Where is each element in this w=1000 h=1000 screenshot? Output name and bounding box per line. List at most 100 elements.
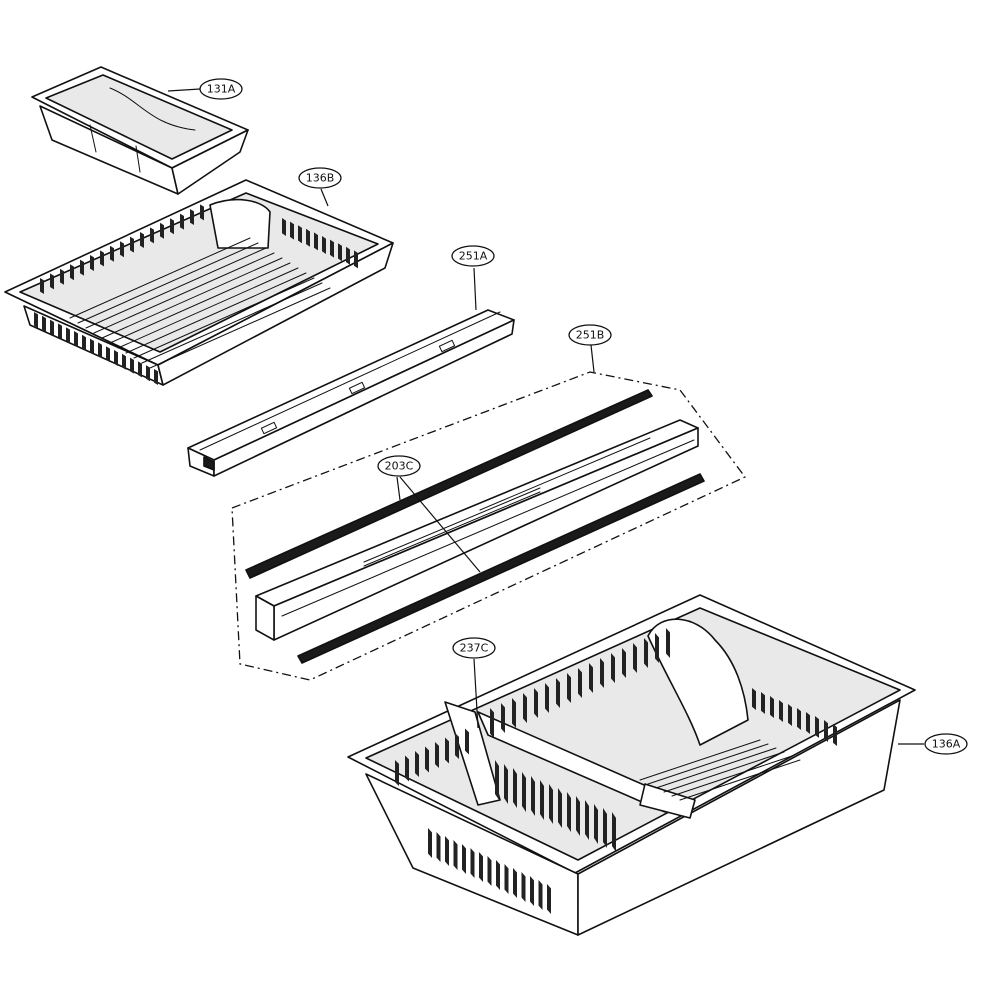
vent-slot [146, 365, 150, 382]
vent-slot [490, 708, 494, 738]
vent-slot [415, 751, 419, 777]
vent-slot [806, 712, 810, 734]
vent-slot [567, 673, 571, 703]
vent-slot [40, 278, 44, 294]
vent-slot [405, 755, 409, 782]
gasket-strip-lower-203c[interactable] [297, 473, 705, 664]
floor-rib [133, 277, 315, 359]
vent-slot [558, 788, 562, 828]
callout-136b: 136B [298, 167, 342, 189]
vent-slot [322, 236, 326, 254]
svg-text:237C: 237C [460, 642, 489, 655]
vent-slot [666, 628, 670, 658]
svg-text:136A: 136A [932, 738, 961, 751]
floor-rib [671, 755, 793, 797]
vent-slot [479, 852, 483, 882]
svg-text:203C: 203C [385, 460, 414, 473]
vent-slot [622, 648, 626, 678]
vent-slot [100, 250, 104, 267]
vent-slot [644, 638, 648, 668]
vent-slot [428, 828, 432, 858]
vent-slot [445, 836, 449, 866]
vent-slot [833, 724, 837, 746]
vent-slot [513, 768, 517, 808]
vent-slot [556, 678, 560, 708]
vent-slot [495, 760, 499, 800]
vent-slot [50, 273, 54, 290]
vent-slot [600, 658, 604, 688]
vent-slot [633, 643, 637, 673]
vent-slot [298, 225, 302, 244]
svg-text:251A: 251A [459, 250, 488, 263]
vent-slot [122, 353, 126, 370]
vent-slot [338, 243, 342, 262]
vent-slot [114, 350, 118, 366]
svg-text:136B: 136B [306, 172, 335, 185]
vent-slot [58, 323, 62, 340]
vent-slot [496, 860, 500, 890]
callout-251a: 251A [451, 245, 495, 267]
vent-slot [779, 700, 783, 722]
vent-slot [82, 334, 86, 351]
vent-slot [655, 633, 659, 663]
vent-slot [70, 264, 74, 281]
rail-251a[interactable] [187, 309, 515, 477]
vent-slot [330, 239, 334, 258]
floor-rib [647, 743, 769, 785]
callout-136a: 136A [924, 733, 968, 755]
vent-slot [534, 688, 538, 718]
large-basket-136a[interactable] [347, 594, 916, 936]
vent-slot [290, 221, 294, 240]
callout-203c: 203C [377, 455, 421, 477]
vent-slot [531, 776, 535, 816]
vent-slot [576, 796, 580, 836]
floor-rib [77, 242, 259, 324]
vent-slot [797, 708, 801, 730]
vent-slot [425, 746, 429, 773]
vent-slot [465, 728, 469, 755]
guide-rail-251b[interactable] [255, 419, 699, 641]
vent-slot [200, 204, 204, 221]
vent-slot [770, 696, 774, 718]
group-outline-251b [231, 371, 746, 681]
vent-slot [761, 692, 765, 714]
vent-slot [314, 232, 318, 251]
vent-slot [487, 856, 492, 886]
floor-rib [679, 759, 801, 801]
vent-slot [170, 218, 174, 235]
floor-rib [125, 272, 307, 354]
vent-slot [504, 764, 508, 804]
vent-slot [138, 361, 142, 378]
vent-slot [603, 808, 607, 848]
vent-slot [522, 772, 526, 812]
vent-slot [513, 868, 517, 898]
vent-slot [42, 315, 46, 332]
callout-251b: 251B [568, 324, 612, 346]
vent-slot [545, 683, 549, 713]
vent-slot [470, 848, 475, 878]
vent-slot [549, 784, 553, 824]
floor-rib [141, 282, 323, 364]
gasket-strip-upper-203c[interactable] [245, 389, 653, 579]
vent-slot [512, 698, 516, 728]
floor-rib [639, 739, 761, 781]
tray-basket-136b[interactable] [4, 179, 394, 386]
vent-slot [436, 832, 441, 862]
vent-slot [90, 338, 94, 355]
vent-slot [50, 319, 54, 336]
vent-slot [547, 884, 551, 914]
vent-slot [540, 780, 544, 820]
floor-rib [69, 237, 251, 319]
vent-slot [824, 720, 828, 742]
small-tray-131a[interactable] [31, 66, 249, 195]
vent-slot [578, 668, 582, 698]
vent-slot [815, 716, 819, 738]
svg-text:131A: 131A [207, 83, 236, 96]
vent-slot [538, 880, 543, 910]
floor-rib [149, 287, 331, 369]
vent-slot [160, 222, 164, 239]
vent-slot [504, 864, 509, 894]
vent-slot [154, 369, 158, 385]
vent-slot [140, 232, 144, 248]
